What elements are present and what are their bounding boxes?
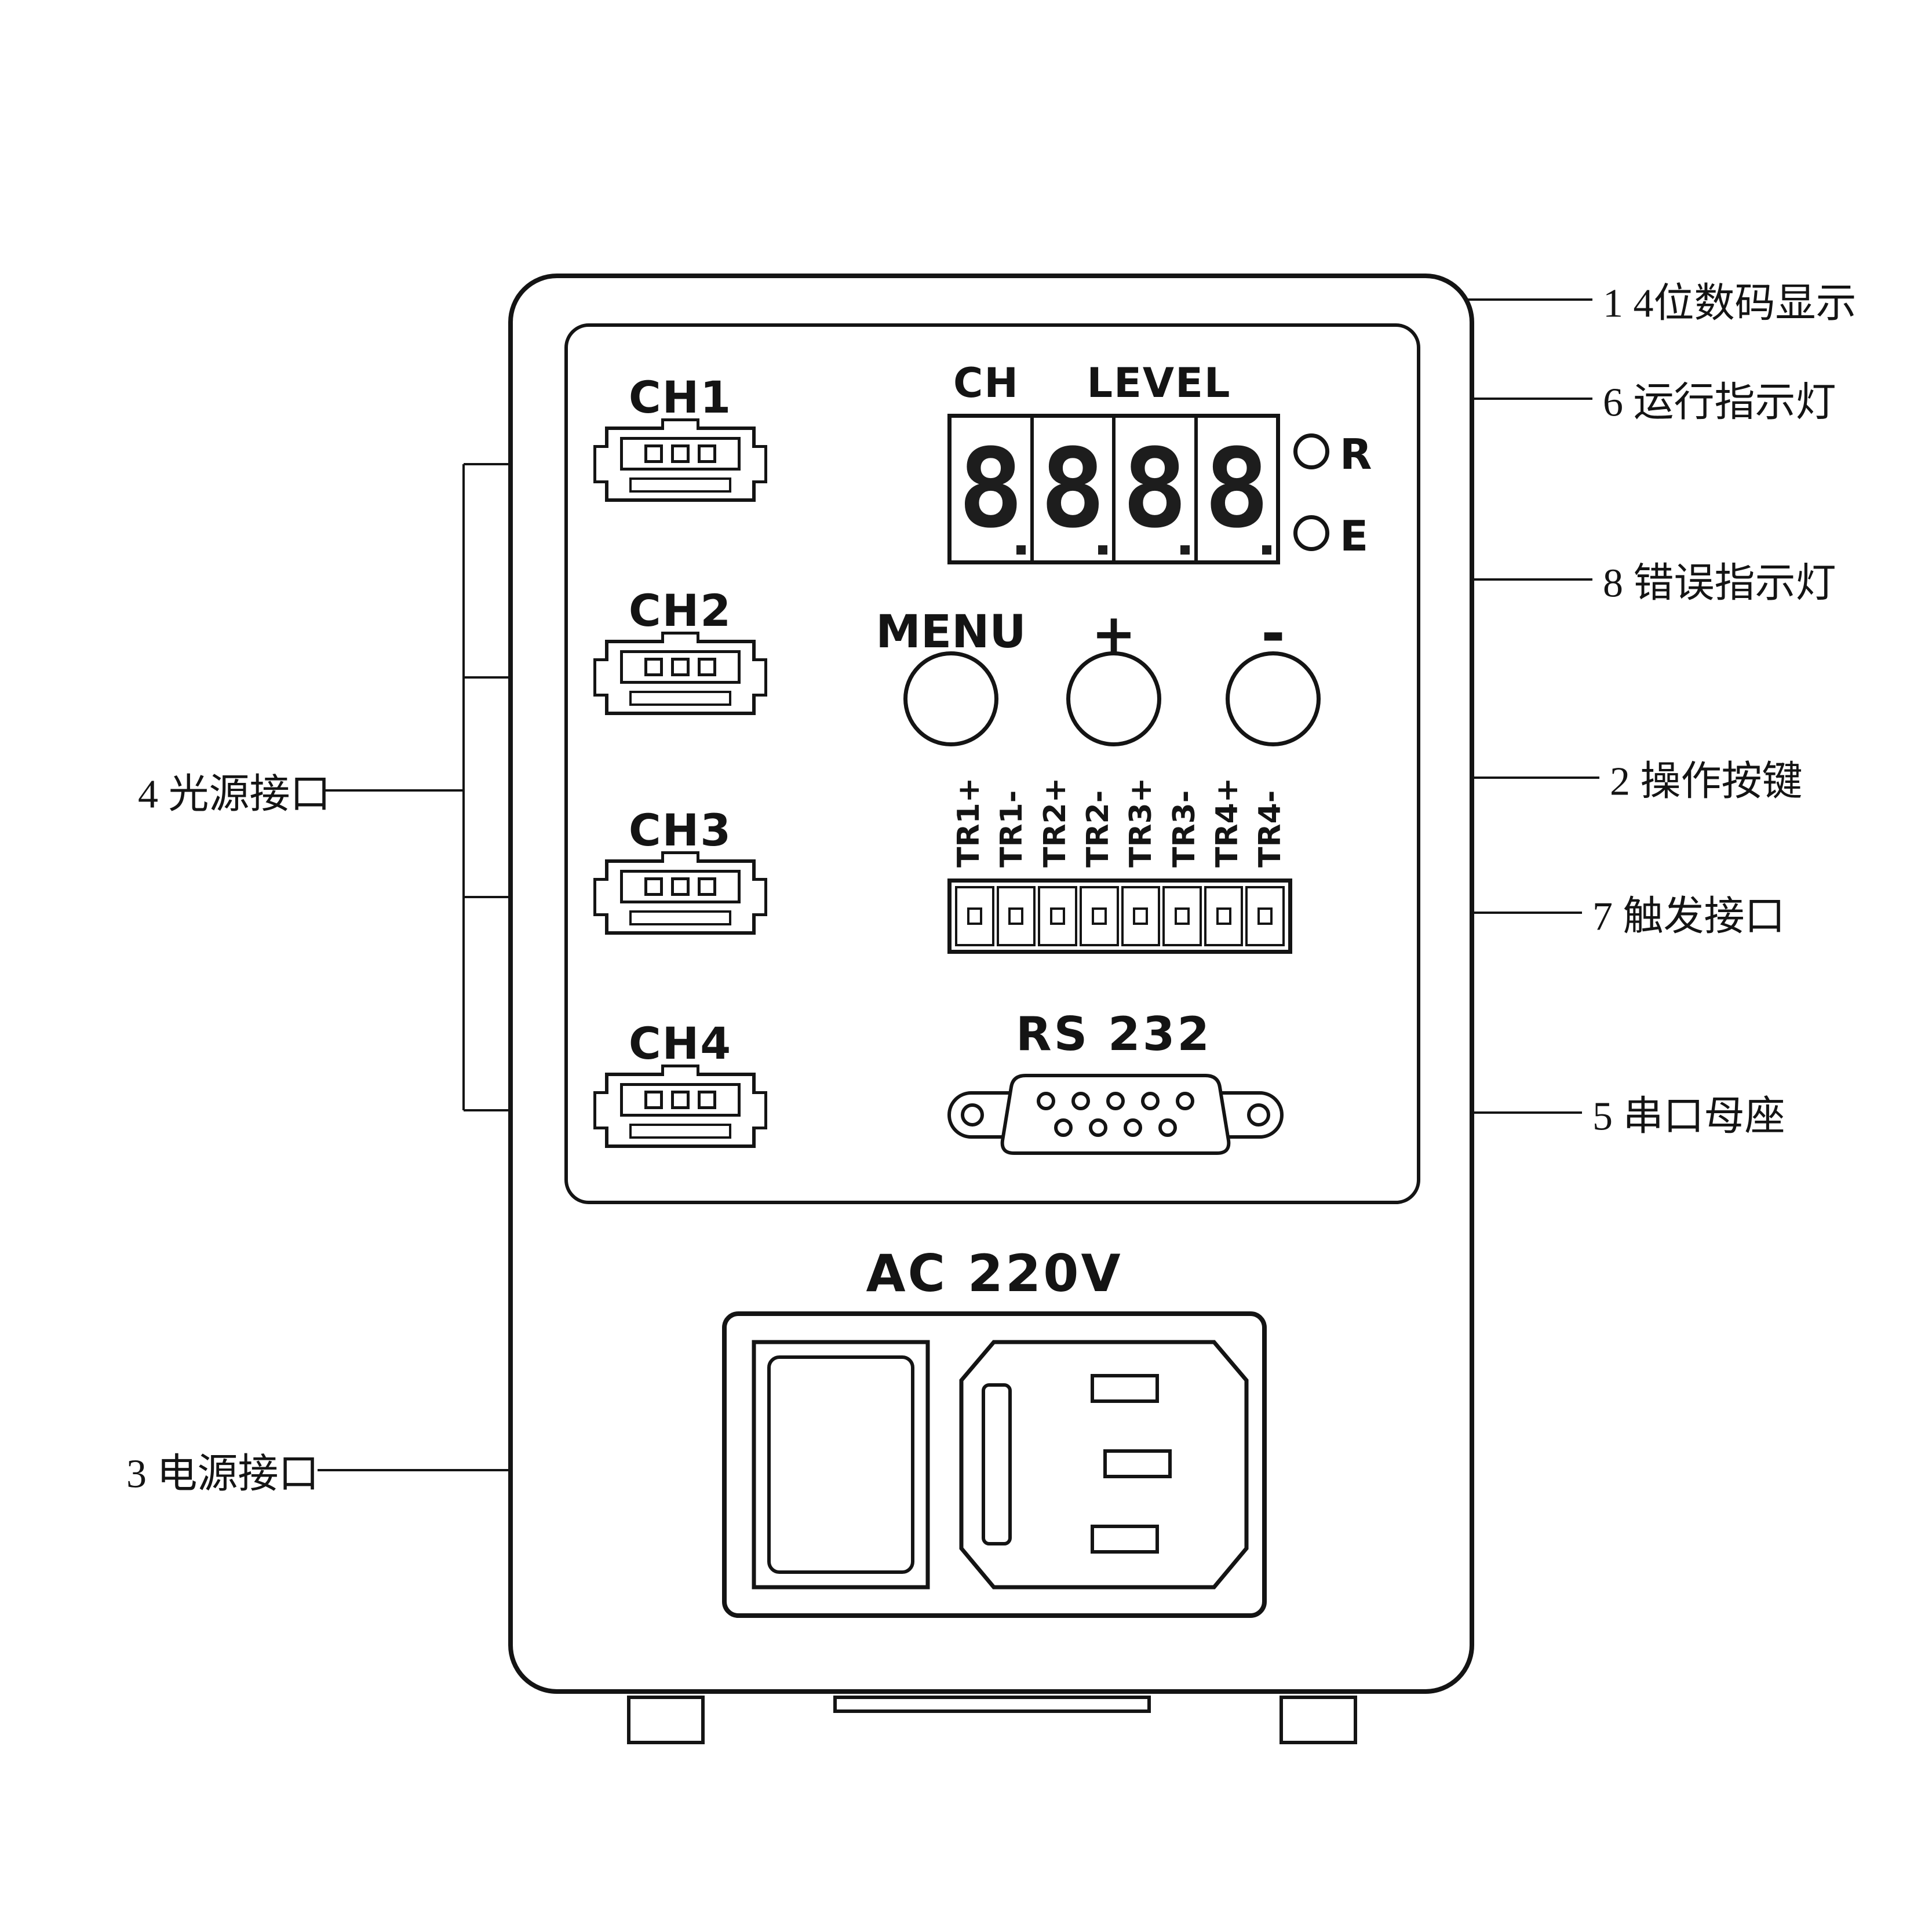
connector-ear [593,445,608,483]
menu-button[interactable] [903,651,998,746]
connector-pins [620,1083,741,1117]
plus-button[interactable] [1066,651,1161,746]
decimal-point [1262,545,1271,555]
trigger-terminal [1245,886,1285,946]
trigger-terminal-block[interactable] [947,878,1292,954]
ch3-light-connector[interactable] [593,851,767,935]
trigger-label-tr2p: TR2+ [1038,777,1073,867]
minus-button[interactable] [1226,651,1321,746]
connector-tab [661,851,699,863]
ch4-light-connector[interactable] [593,1065,767,1148]
seven-segment-display: 8 8 8 8 [947,414,1280,564]
callout-power: 3 电源接口 [126,1452,319,1497]
connector-ear [593,658,608,697]
trigger-terminal [1038,886,1077,946]
trigger-terminal [1079,886,1119,946]
menu-button-label: MENU [876,606,1026,658]
run-led-label: R [1340,430,1372,479]
connector-tab [661,1065,699,1076]
connector-ear [752,658,767,697]
callout-trigger: 7 触发接口 [1592,894,1785,939]
ch1-label: CH1 [628,371,732,423]
connector-ear [752,445,767,483]
connector-ear [752,1091,767,1129]
trigger-label-tr4p: TR4+ [1210,777,1245,867]
connector-latch [629,1124,731,1139]
connector-latch [629,691,731,706]
decimal-point [1180,545,1190,555]
ch4-label: CH4 [628,1018,732,1069]
error-led-label: E [1340,512,1369,560]
connector-ear [593,1091,608,1129]
trigger-label-tr4m: TR4- [1253,790,1288,867]
callout-serial: 5 串口母座 [1592,1094,1785,1139]
ch3-label: CH3 [628,804,732,856]
trigger-label-tr3m: TR3- [1167,790,1202,867]
connector-ear [593,878,608,916]
connector-tab [661,632,699,643]
callout-keys: 2 操作按键 [1610,759,1803,804]
display-digit-3: 8 [1112,418,1194,560]
trigger-label-tr3p: TR3+ [1124,777,1158,867]
ac-power-label: AC 220V [866,1244,1123,1303]
error-led [1293,515,1329,551]
trigger-terminal [955,886,994,946]
trigger-terminal [1204,886,1244,946]
connector-ear [752,878,767,916]
connector-tab [661,418,699,430]
ch2-label: CH2 [628,585,732,636]
trigger-terminal [1121,886,1161,946]
decimal-point [1016,545,1026,555]
display-digit-1: 8 [952,418,1030,560]
display-digit-4: 8 [1194,418,1277,560]
connector-latch [629,910,731,925]
connector-pins [620,870,741,903]
callout-run-led: 6 运行指示灯 [1603,380,1836,425]
trigger-label-tr2m: TR2- [1081,790,1116,867]
device-bottom-strip [833,1696,1151,1713]
trigger-terminal [1162,886,1202,946]
ch2-light-connector[interactable] [593,632,767,715]
rs232-label: RS 232 [1015,1007,1212,1061]
callout-error-led: 8 错误指示灯 [1603,561,1836,606]
display-digit-2: 8 [1030,418,1113,560]
callout-display: 1 4位数码显示 [1603,281,1857,326]
run-led [1293,433,1329,469]
ch1-light-connector[interactable] [593,418,767,502]
trigger-terminal [996,886,1036,946]
display-level-header: LEVEL [1087,359,1231,407]
trigger-label-tr1p: TR1+ [952,777,986,867]
connector-pins [620,650,741,684]
device-foot-right [1280,1696,1357,1744]
callout-light-source: 4 光源接口 [138,772,331,817]
trigger-label-tr1m: TR1- [994,790,1029,867]
connector-pins [620,437,741,471]
device-foot-left [627,1696,705,1744]
decimal-point [1098,545,1107,555]
connector-latch [629,477,731,493]
display-ch-header: CH [953,359,1019,407]
